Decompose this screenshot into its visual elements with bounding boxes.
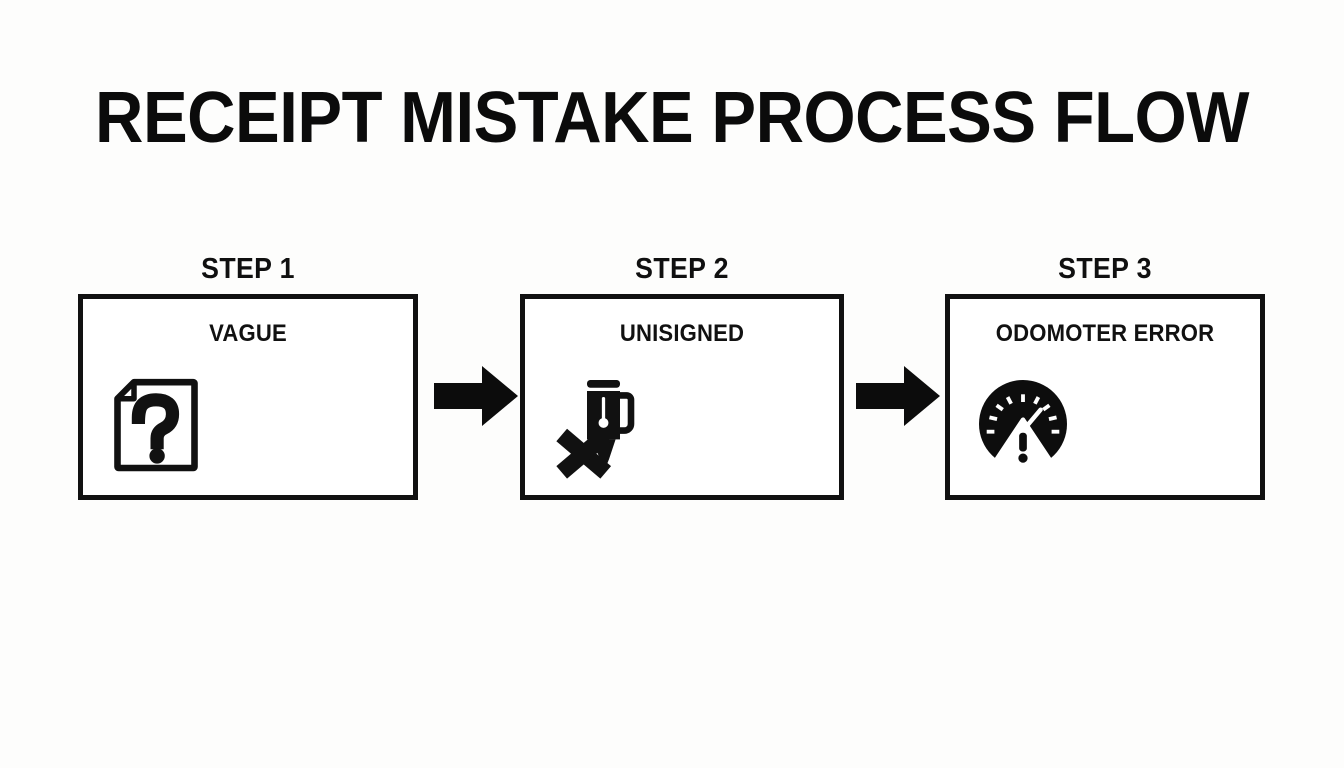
step-2-label: STEP 2 — [635, 253, 729, 285]
flow-step-2: STEP 2 UNISIGNED — [520, 254, 844, 500]
arrow-right-icon — [854, 361, 942, 431]
speedometer-warning-icon — [968, 369, 1078, 479]
step-3-label: STEP 3 — [1058, 253, 1152, 285]
step-1-box: VAGUE — [78, 294, 418, 500]
pen-crossed-out-icon — [543, 369, 653, 479]
step-3-box-title: ODOMOTER ERROR — [995, 320, 1215, 347]
document-question-icon — [101, 369, 211, 479]
flow-step-3: STEP 3 ODOMOTER ERROR — [945, 254, 1265, 500]
step-1-label: STEP 1 — [201, 253, 295, 285]
step-2-box-title: UNISIGNED — [619, 320, 745, 347]
arrow-right-icon — [432, 361, 520, 431]
step-1-box-title: VAGUE — [209, 320, 287, 347]
page-title: RECEIPT MISTAKE PROCESS FLOW — [95, 78, 1249, 158]
step-3-box: ODOMOTER ERROR — [945, 294, 1265, 500]
step-2-box: UNISIGNED — [520, 294, 844, 500]
flow-step-1: STEP 1 VAGUE — [78, 254, 418, 500]
